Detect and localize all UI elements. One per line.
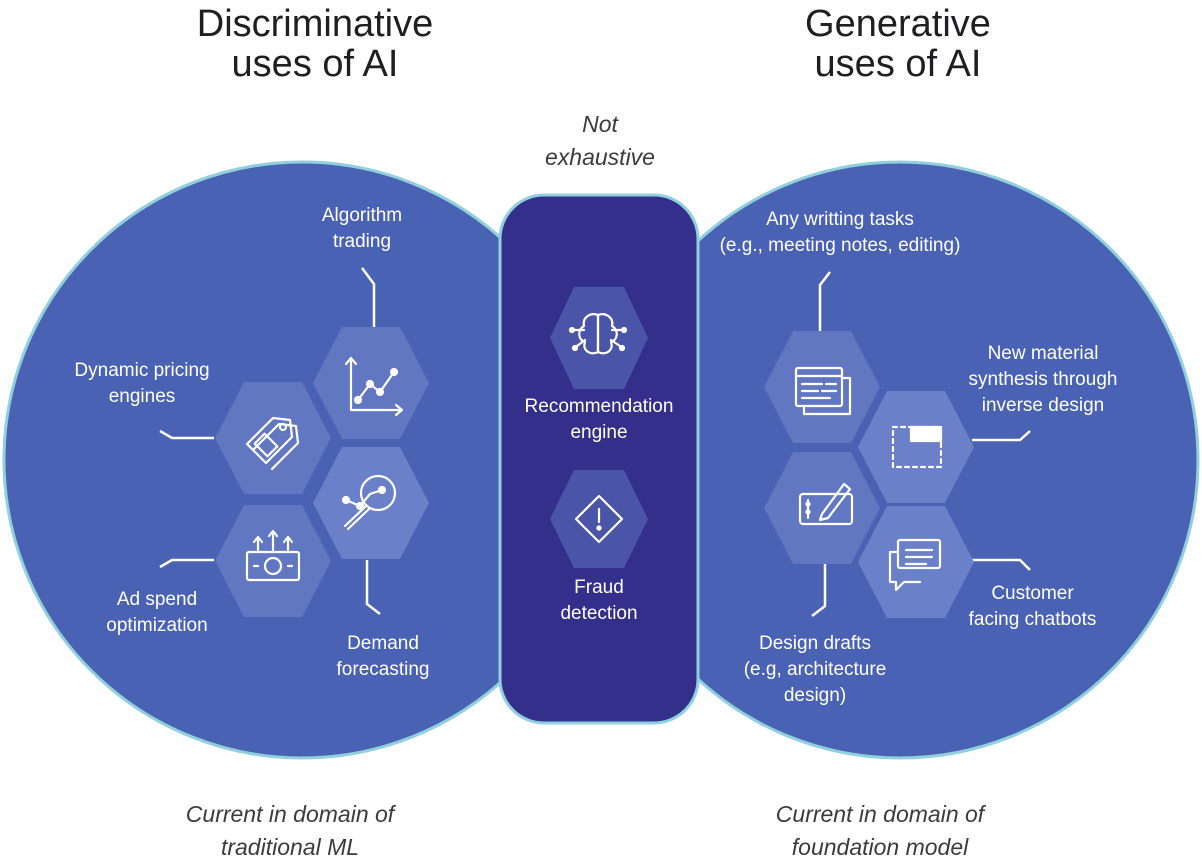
label-line: (e.g, architecture [743, 659, 887, 680]
label-line: detection [560, 603, 638, 624]
label-line: synthesis through [968, 369, 1118, 390]
label-line: Algorithm [321, 205, 403, 226]
hex-chatbots [858, 506, 974, 618]
label-line: optimization [106, 615, 208, 636]
footer-line2: foundation model [791, 834, 969, 860]
chat-bubbles-icon [888, 538, 942, 592]
footer-line1: Current in domain of [775, 801, 985, 827]
label-line: Dynamic pricing [74, 360, 210, 381]
connector-ad-spend [159, 558, 214, 569]
connector-design [811, 562, 827, 617]
note-line2: exhaustive [545, 144, 655, 170]
label-writing: Any writting tasks (e.g., meeting notes,… [705, 207, 975, 259]
label-recommendation: Recommendation engine [505, 394, 693, 446]
connector-chatbots [972, 558, 1031, 571]
label-line: New material [987, 343, 1099, 364]
label-line: Design drafts [759, 633, 871, 654]
label-line: Any writting tasks [766, 209, 914, 230]
hex-writing [764, 331, 880, 443]
connector-lines-left [159, 267, 381, 615]
title-discriminative: Discriminative uses of AI [160, 4, 470, 84]
label-algorithm-trading: Algorithm trading [282, 203, 442, 255]
connector-algorithm-trading [361, 267, 376, 330]
footer-line2: traditional ML [220, 834, 360, 860]
warning-diamond-icon [574, 494, 624, 544]
title-discriminative-line1: Discriminative [196, 3, 434, 45]
price-tag-icon [245, 416, 300, 471]
connector-lines-right [811, 271, 1031, 617]
drawing-tablet-icon [798, 482, 854, 526]
connector-demand-forecasting [365, 560, 381, 615]
money-arrows-icon [245, 529, 301, 582]
label-demand-forecasting: Demand forecasting [313, 631, 453, 683]
hex-dynamic-pricing [215, 382, 331, 494]
label-line: engines [108, 386, 176, 407]
hexagons-right [764, 331, 974, 618]
title-generative-line1: Generative [805, 3, 991, 45]
title-generative-line2: uses of AI [814, 43, 982, 85]
label-design: Design drafts (e.g, architecture design) [730, 631, 900, 709]
not-exhaustive-note: Not exhaustive [500, 108, 700, 174]
label-line: Ad spend [116, 589, 198, 610]
label-line: trading [332, 231, 392, 252]
hex-ad-spend [215, 505, 331, 617]
dashed-frame-icon [891, 425, 943, 469]
label-dynamic-pricing: Dynamic pricing engines [58, 358, 226, 410]
hex-demand-forecasting [313, 447, 429, 559]
label-line: forecasting [336, 659, 430, 680]
connector-material [972, 430, 1031, 442]
label-line: (e.g., meeting notes, editing) [719, 235, 961, 256]
label-line: Fraud [574, 577, 624, 598]
footer-generative: Current in domain of foundation model [740, 798, 1020, 864]
label-chatbots: Customer facing chatbots [950, 581, 1115, 633]
label-ad-spend: Ad spend optimization [82, 587, 232, 639]
label-line: engine [570, 422, 628, 443]
label-line: design) [783, 685, 847, 706]
label-material: New material synthesis through inverse d… [958, 341, 1128, 419]
brain-circuit-icon [568, 313, 628, 355]
document-lines-icon [794, 366, 852, 416]
magnifier-chart-icon [341, 474, 397, 531]
label-line: inverse design [981, 395, 1105, 416]
label-fraud: Fraud detection [505, 575, 693, 627]
connector-dynamic-pricing [159, 429, 214, 440]
shared-uses-panel [498, 193, 700, 725]
label-line: Demand [347, 633, 419, 654]
footer-line1: Current in domain of [185, 801, 395, 827]
line-chart-icon [344, 356, 404, 417]
title-generative: Generative uses of AI [748, 4, 1048, 84]
hex-design [764, 452, 880, 564]
connector-writing [818, 271, 831, 333]
label-line: Customer [991, 583, 1074, 604]
label-line: Recommendation [524, 396, 674, 417]
label-line: facing chatbots [968, 609, 1097, 630]
note-line1: Not [582, 111, 618, 137]
hexagons-left [215, 327, 429, 617]
hex-material [858, 391, 974, 503]
footer-discriminative: Current in domain of traditional ML [150, 798, 430, 864]
title-discriminative-line2: uses of AI [231, 43, 399, 85]
